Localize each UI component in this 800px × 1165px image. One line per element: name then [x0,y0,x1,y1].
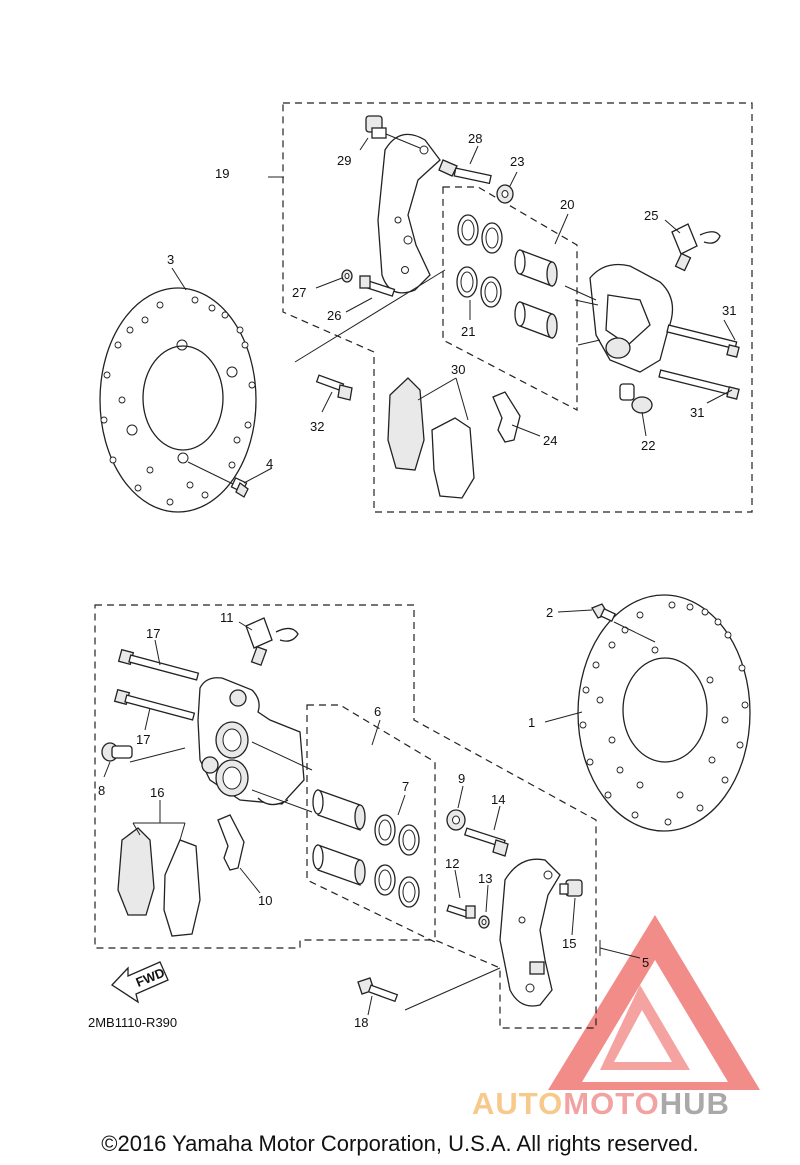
piston-seal-kit-rear [456,214,503,308]
pad-spring-10 [217,814,245,871]
callout-27: 27 [292,285,306,300]
watermark-text: AUTOMOTOHUB [472,1086,730,1122]
callout-29: 29 [337,153,351,168]
pad-pin-22 [619,383,653,414]
callout-30: 30 [451,362,465,377]
callout-9: 9 [458,771,465,786]
callout-32: 32 [310,419,324,434]
callout-17-top: 17 [146,626,160,641]
callout-22: 22 [641,438,655,453]
callout-10: 10 [258,893,272,908]
rear-brake-disc [99,287,257,513]
watermark-part-auto: AUTO [472,1086,564,1121]
caliper-pistons-front [312,789,366,886]
callout-17-bottom: 17 [136,732,150,747]
disc-bolt-rear [187,461,249,498]
caliper-pins-17 [113,648,200,721]
callout-8: 8 [98,783,105,798]
callout-7: 7 [402,779,409,794]
caliper-pistons-rear [514,249,558,339]
caliper-bracket-rear [377,133,441,294]
bolt-12 [446,904,476,919]
callout-26: 26 [327,308,341,323]
callout-5: 5 [642,955,649,970]
disc-bolt-front [591,603,656,643]
callout-18: 18 [354,1015,368,1030]
callout-21: 21 [461,324,475,339]
caliper-body-rear [564,263,674,373]
bleeder-screw-11 [245,617,299,667]
callout-31-top: 31 [722,303,736,318]
washer-27 [341,269,353,283]
callout-13: 13 [478,871,492,886]
pad-spring-24 [492,391,521,443]
bolt-26 [359,275,396,297]
watermark-part-moto: MOTO [563,1086,660,1121]
brake-pads-rear [387,377,475,499]
callout-16: 16 [150,785,164,800]
watermark-part-hub: HUB [659,1086,730,1121]
callout-14: 14 [491,792,505,807]
callout-25: 25 [644,208,658,223]
slide-pin-28 [438,159,492,185]
group-7-outline [306,704,436,943]
caliper-body-front [197,677,313,813]
bracket-bolt-29 [365,115,421,149]
callout-3: 3 [167,252,174,267]
callout-11: 11 [220,610,234,625]
pin-boot-9 [446,809,466,831]
washer-13 [478,915,490,929]
callout-12: 12 [445,856,459,871]
bleeder-screw-25 [671,223,721,272]
callout-1: 1 [528,715,535,730]
group-20-outline [442,186,578,411]
fwd-arrow-icon [110,961,169,1004]
callout-19: 19 [215,166,229,181]
front-brake-disc [577,594,751,832]
group-6-outline [94,604,597,1029]
callout-15: 15 [562,936,576,951]
callout-23: 23 [510,154,524,169]
callout-6: 6 [374,704,381,719]
callout-20: 20 [560,197,574,212]
callout-28: 28 [468,131,482,146]
lower-leader-lines [103,609,641,1016]
callout-4: 4 [266,456,273,471]
copyright-notice: ©2016 Yamaha Motor Corporation, U.S.A. A… [101,1131,699,1156]
slide-pin-14 [463,827,509,857]
group-19-outline [282,102,753,513]
pad-pin-8 [101,742,133,762]
callout-31-bottom: 31 [690,405,704,420]
callout-labels: 1 2 3 4 5 6 7 8 9 10 11 12 13 14 15 16 1… [98,131,736,1030]
callout-24: 24 [543,433,557,448]
callout-2: 2 [546,605,553,620]
piston-seal-kit-front [374,814,420,908]
bracket-bolt-18 [357,977,399,1003]
bracket-bolt-32 [315,374,353,401]
caliper-pins-31 [658,324,740,400]
upper-leader-lines [171,137,736,484]
pin-boot-23 [496,184,514,204]
diagram-code: 2MB1110-R390 [88,1015,177,1030]
watermark-logo [548,915,760,1090]
caliper-bracket-front [499,858,561,1007]
bracket-bolt-15 [559,879,583,897]
brake-pads-front [117,827,201,937]
